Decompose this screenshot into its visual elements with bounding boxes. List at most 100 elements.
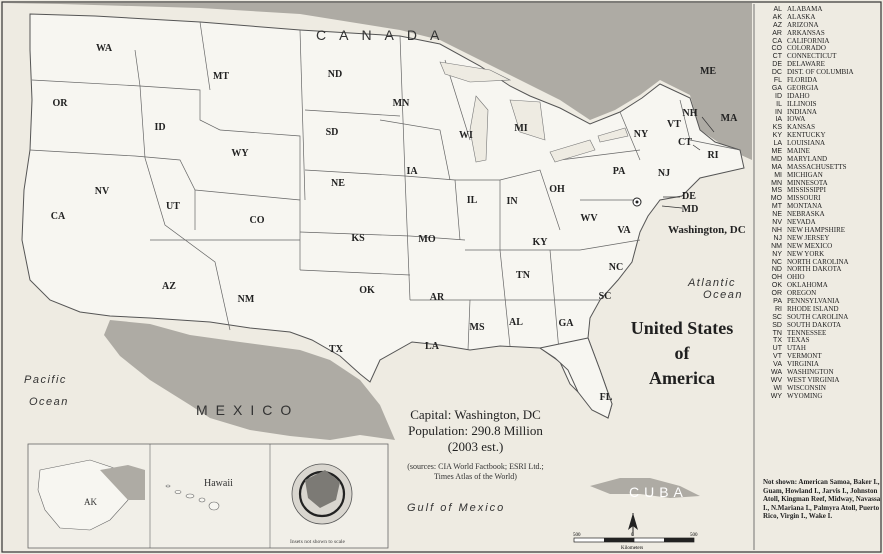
legend-name: GEORGIA	[787, 83, 819, 92]
state-label-ga: GA	[558, 318, 574, 329]
legend-abbr: ND	[771, 266, 782, 274]
legend-abbr: IL	[776, 100, 782, 108]
legend-name: OREGON	[787, 289, 817, 298]
legend-abbr: SC	[772, 313, 782, 321]
state-label-wv: WV	[580, 213, 598, 224]
inset-hawaii-label: Hawaii	[204, 478, 233, 489]
legend-name: INDIANA	[787, 107, 817, 116]
state-label-md: MD	[681, 204, 699, 215]
legend-abbr: VT	[773, 353, 782, 361]
legend-name: SOUTH CAROLINA	[787, 312, 849, 321]
legend-abbr: MA	[771, 163, 783, 171]
legend-name: NORTH CAROLINA	[787, 257, 849, 266]
legend-name: ARKANSAS	[787, 28, 825, 37]
legend-name: MISSISSIPPI	[787, 186, 826, 195]
legend-name: DIST. OF COLUMBIA	[787, 68, 854, 77]
florida-peninsula	[538, 337, 613, 419]
legend-abbr: OH	[771, 274, 783, 282]
state-label-il: IL	[466, 195, 478, 206]
atlantic-line-2: Ocean	[703, 289, 743, 302]
legend-name: MISSOURI	[787, 194, 821, 203]
legend-name: NEW YORK	[787, 249, 825, 258]
legend-name: IDAHO	[787, 91, 810, 100]
state-label-va: VA	[617, 225, 631, 236]
state-label-ct: CT	[678, 137, 692, 148]
legend-name: NEBRASKA	[787, 210, 825, 219]
pacific-ocean-label: Pacific Ocean	[24, 374, 69, 408]
pacific-line-1: Pacific	[24, 374, 67, 386]
legend-abbr: LA	[773, 140, 782, 148]
legend-name: LOUISIANA	[787, 139, 826, 148]
legend-name: ALABAMA	[787, 5, 823, 13]
state-label-ut: UT	[166, 201, 180, 212]
legend-name: OKLAHOMA	[787, 281, 828, 290]
inset-note: Insets not shown to scale	[290, 539, 345, 545]
legend-abbr: PA	[773, 297, 782, 305]
state-label-sc: SC	[598, 291, 612, 302]
state-label-mt: MT	[212, 71, 230, 82]
state-label-ok: OK	[359, 285, 375, 296]
sources-line-2: Times Atlas of the World)	[434, 472, 517, 481]
legend-abbr: KY	[772, 132, 782, 140]
dc-marker-dot	[635, 200, 639, 204]
legend-name: FLORIDA	[787, 76, 818, 85]
pacific-line-2: Ocean	[29, 396, 69, 409]
legend-name: UTAH	[787, 344, 806, 353]
legend-name: NEW MEXICO	[787, 241, 833, 250]
legend-name: NORTH DAKOTA	[787, 265, 842, 274]
mexico-land	[104, 320, 395, 440]
state-label-ne: NE	[331, 178, 345, 189]
legend-abbr: MI	[774, 171, 782, 179]
legend-row: LA LOUISIANA	[763, 139, 881, 148]
legend-abbr: VA	[773, 361, 782, 369]
legend-name: MONTANA	[787, 202, 823, 211]
legend-abbr: TX	[773, 337, 782, 345]
inset-alaska-label: AK	[84, 497, 97, 507]
legend-name: WYOMING	[787, 391, 823, 400]
state-label-in: IN	[506, 196, 518, 207]
legend-name: MAINE	[787, 147, 810, 156]
state-label-al: AL	[509, 317, 523, 328]
state-label-de: DE	[682, 191, 696, 202]
state-label-ri: RI	[707, 150, 719, 161]
capital-line-3: (2003 est.)	[447, 439, 504, 454]
north-arrow-icon	[628, 513, 638, 536]
legend-name: OHIO	[787, 273, 805, 282]
state-label-wy: WY	[231, 148, 249, 159]
legend-abbr: FL	[773, 77, 782, 85]
state-label-co: CO	[249, 215, 265, 226]
legend-abbr: ME	[771, 148, 783, 156]
legend-name: TENNESSEE	[787, 328, 827, 337]
legend-abbr: CA	[772, 37, 782, 45]
state-label-mo: MO	[418, 234, 436, 245]
legend-abbr: TN	[772, 329, 782, 337]
legend-name: MARYLAND	[787, 154, 828, 163]
title-line-2: of	[674, 343, 690, 363]
state-label-wi: WI	[459, 130, 473, 141]
state-label-ms: MS	[469, 322, 485, 333]
state-label-az: AZ	[162, 281, 176, 292]
legend-name: WEST VIRGINIA	[787, 375, 840, 384]
scale-bar	[573, 537, 695, 543]
